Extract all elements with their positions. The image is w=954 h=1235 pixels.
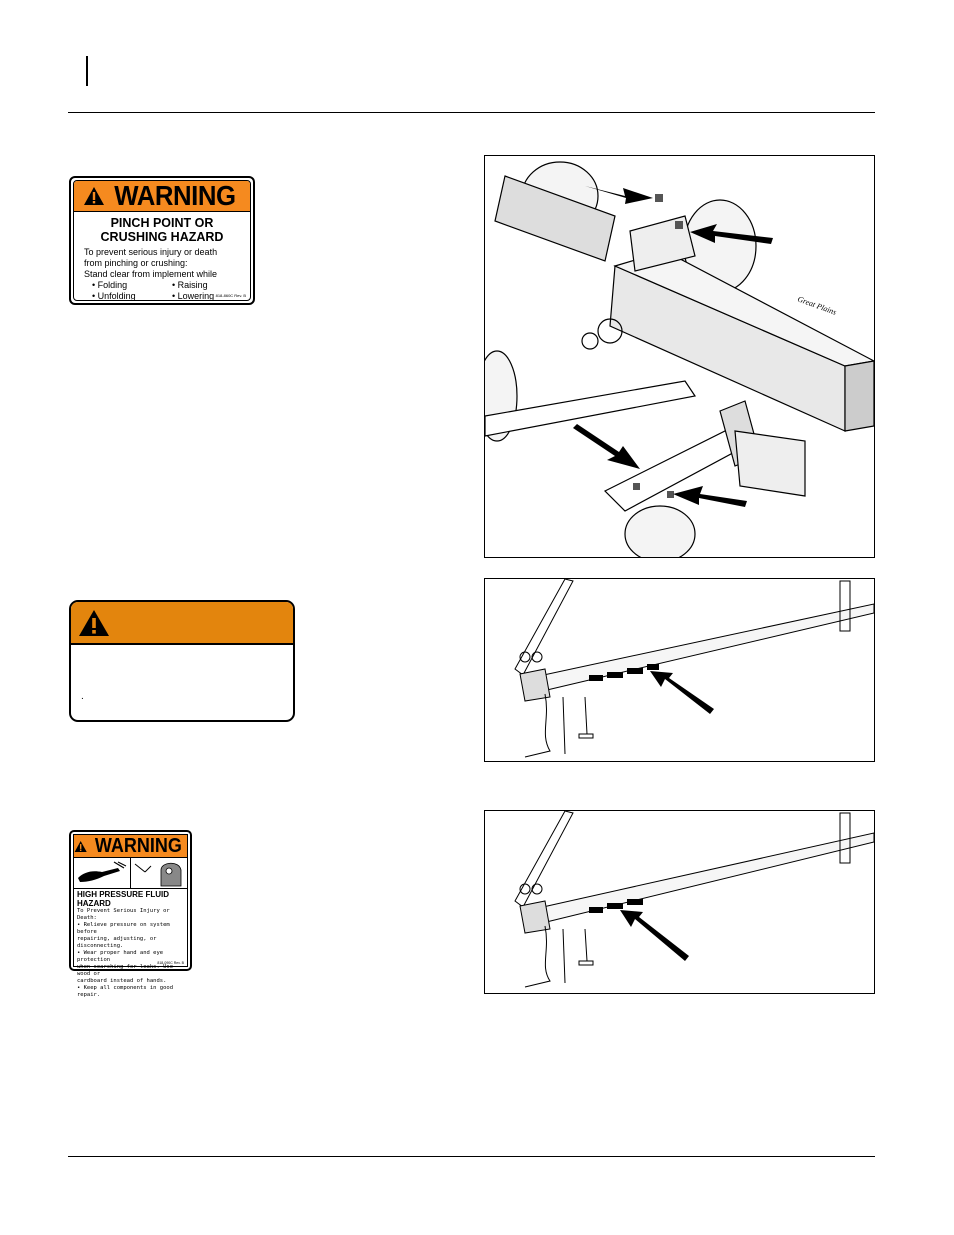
callout-arrow xyxy=(573,424,640,469)
warning-panel-header xyxy=(71,602,293,645)
frame-decal-location-figure xyxy=(484,578,875,762)
callout-arrow xyxy=(585,186,653,204)
implement-illustration: Great Plains xyxy=(485,161,874,557)
signal-word: WARNING xyxy=(95,835,183,857)
signal-word: WARNING xyxy=(114,180,236,211)
footer-rule xyxy=(68,1156,875,1157)
warning-panel: . xyxy=(69,600,295,722)
decal-actions-list: • Folding • Raising • Unfolding • Loweri… xyxy=(92,280,215,301)
callout-arrow xyxy=(690,224,773,244)
decal-part-number: 818-090C Rev. B xyxy=(157,961,184,965)
callout-arrow xyxy=(650,671,714,714)
warning-triangle-icon xyxy=(79,610,109,636)
header-rule xyxy=(68,112,875,113)
eye-protection-icon xyxy=(130,858,187,888)
frame-decal-marks xyxy=(589,899,643,913)
hand-injection-icon xyxy=(74,858,130,888)
callout-arrow xyxy=(620,910,689,961)
frame-hydraulic-decal-figure xyxy=(484,810,875,994)
decal-header: WARNING xyxy=(74,835,187,858)
decal-body: To prevent serious injury or death from … xyxy=(84,247,218,279)
pinch-point-warning-decal: WARNING PINCH POINT OR CRUSHING HAZARD T… xyxy=(69,176,255,305)
implement-decal-location-figure: Great Plains xyxy=(484,155,875,558)
callout-arrows xyxy=(573,186,773,507)
decal-header: WARNING xyxy=(74,181,250,212)
warning-triangle-icon xyxy=(84,187,105,205)
decal-title: HIGH PRESSURE FLUID HAZARD xyxy=(77,890,170,908)
frame-decal-marks xyxy=(589,664,659,681)
hazard-pictograms xyxy=(74,858,187,889)
warning-triangle-icon xyxy=(74,840,87,852)
frame-illustration xyxy=(514,811,874,988)
warning-panel-bullet: . xyxy=(81,691,84,702)
frame-illustration xyxy=(514,579,874,758)
decal-body: To Prevent Serious Injury or Death: • Re… xyxy=(77,908,174,998)
callout-arrow xyxy=(673,486,747,507)
great-plains-logo: Great Plains xyxy=(796,294,837,316)
high-pressure-fluid-decal: WARNING HIGH PRESSURE FLUID HAZARD xyxy=(69,830,192,998)
decal-part-number: 818-860C Rev. B xyxy=(215,293,246,298)
header-margin-bar xyxy=(86,56,88,86)
decal-title: PINCH POINT OR CRUSHING HAZARD xyxy=(100,216,224,244)
